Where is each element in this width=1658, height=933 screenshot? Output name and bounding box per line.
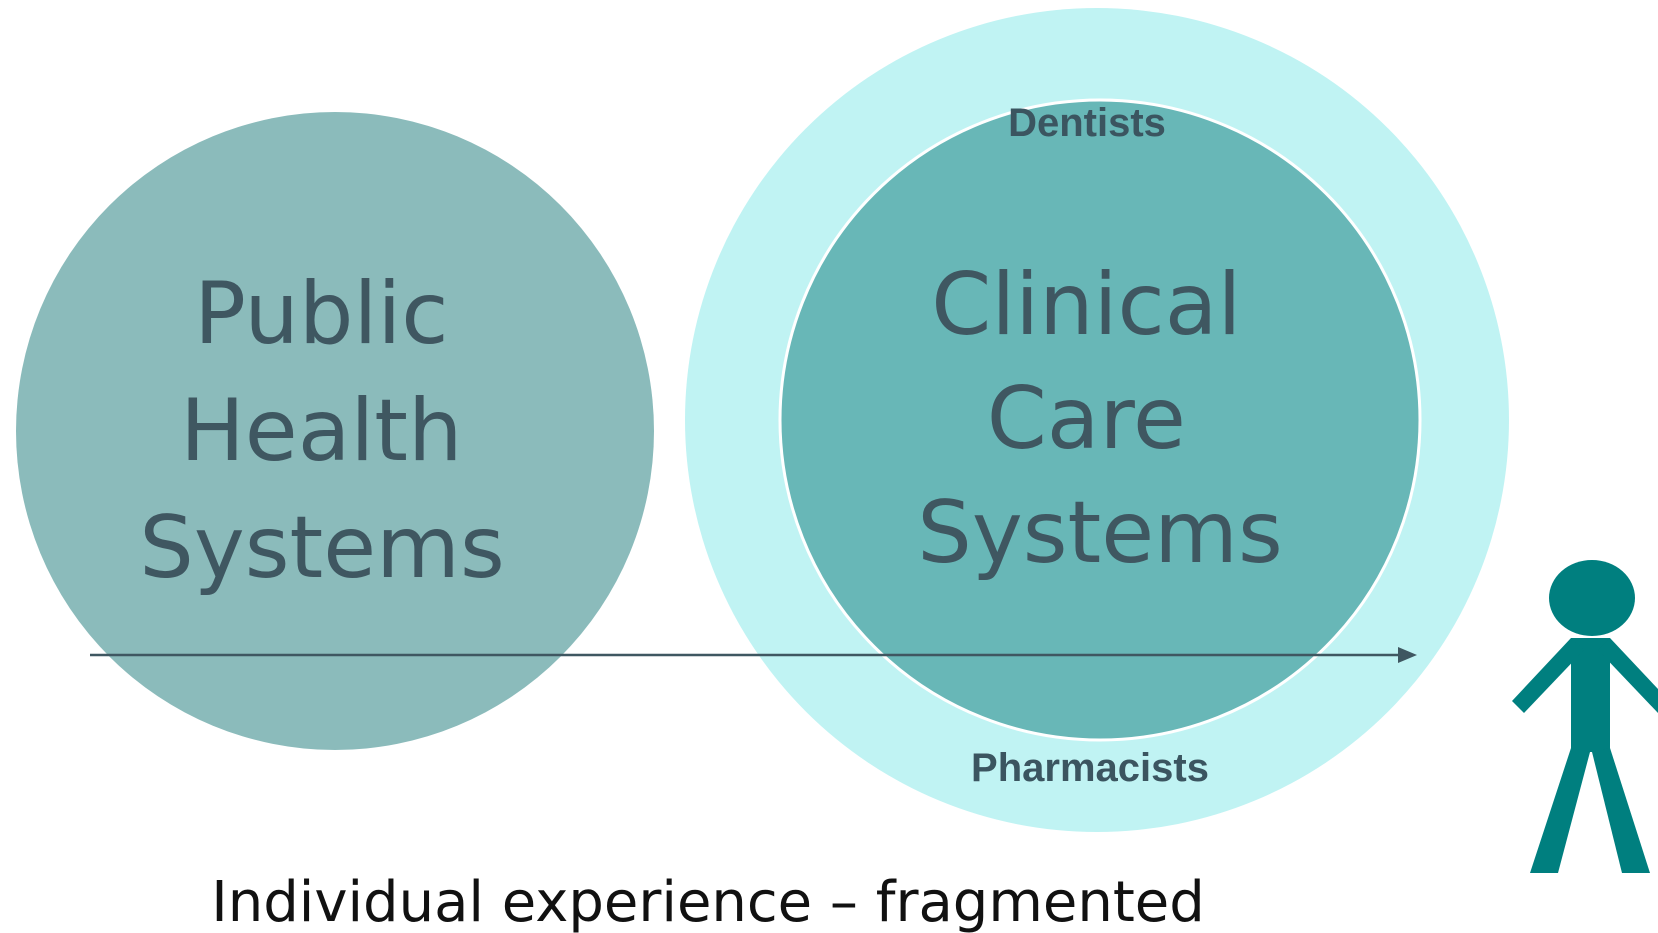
pharmacists-label: Pharmacists	[971, 746, 1209, 790]
clinical-care-line-3: Systems	[917, 483, 1283, 583]
public-health-line-2: Health	[180, 381, 462, 481]
person-torso	[1571, 638, 1610, 752]
clinical-care-label: Clinical Care Systems	[917, 255, 1283, 583]
dentists-label: Dentists	[1008, 101, 1166, 145]
public-health-circle	[16, 112, 654, 750]
clinical-care-line-2: Care	[987, 369, 1186, 469]
journey-arrow-head	[1398, 647, 1417, 663]
person-right-arm	[1598, 638, 1658, 713]
public-health-label: Public Health Systems	[139, 264, 505, 598]
clinical-care-line-1: Clinical	[931, 255, 1241, 355]
caption: Individual experience – fragmented	[211, 870, 1205, 933]
public-health-line-3: Systems	[139, 498, 505, 598]
person-left-arm	[1512, 638, 1584, 713]
clinical-care-circle	[778, 98, 1422, 742]
person-right-leg	[1592, 748, 1650, 873]
person-icon	[1512, 560, 1658, 873]
public-health-line-1: Public	[194, 264, 449, 364]
person-left-leg	[1530, 748, 1590, 873]
person-head	[1549, 560, 1635, 636]
